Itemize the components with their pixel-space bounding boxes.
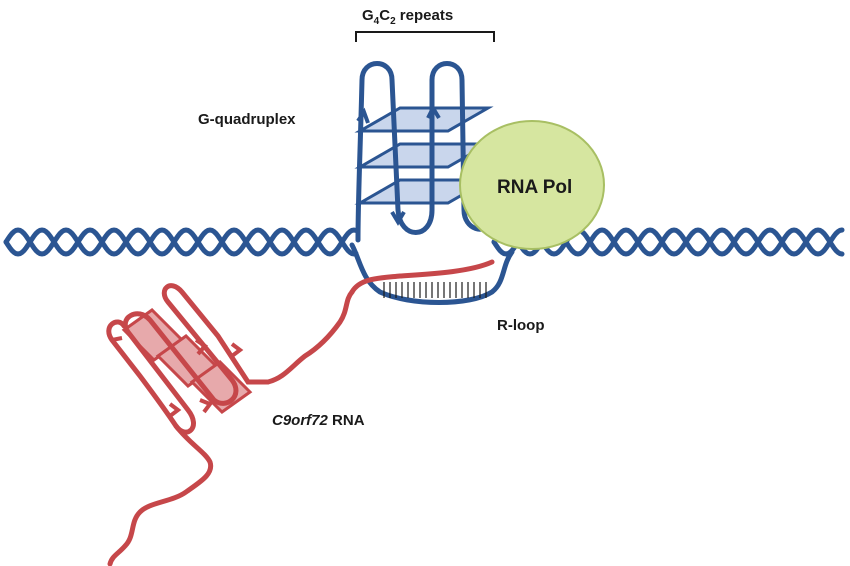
rna-tail-lower: [107, 423, 214, 566]
r-loop-rna-strand: [349, 259, 495, 295]
rna-arrow-1: [108, 336, 123, 350]
r-loop-label: R-loop: [497, 317, 544, 334]
r-loop-dna-strand: [349, 242, 515, 305]
repeats-label: G4C2 repeats: [362, 7, 453, 27]
rna-pol-ellipse: [459, 120, 605, 250]
r-loop-base-pairs: [383, 282, 487, 298]
rna-quadruplex-strand: [106, 283, 271, 435]
quad-plane-1: [354, 106, 494, 133]
dna-strand-left-a: [3, 227, 359, 257]
dna-strand-left-b: [3, 227, 359, 257]
quad-arrow-2: [390, 210, 406, 226]
rna-arrow-2: [194, 338, 209, 356]
rna-tail-upper: [265, 289, 355, 385]
dna-strand-right-a: [491, 227, 845, 257]
repeats-bracket: [355, 31, 495, 42]
quad-arrow-1: [356, 107, 370, 124]
g-quadruplex-label: G-quadruplex: [198, 111, 296, 128]
rna-arrow-3: [230, 342, 244, 358]
rna-pol-label: RNA Pol: [497, 177, 572, 198]
quad-arrow-3: [426, 103, 441, 120]
dna-helix-left: [3, 227, 359, 257]
rna-name-label: C9orf72 RNA: [272, 412, 365, 429]
rna-arrow-5: [199, 398, 214, 414]
rna-arrow-4: [168, 402, 182, 418]
